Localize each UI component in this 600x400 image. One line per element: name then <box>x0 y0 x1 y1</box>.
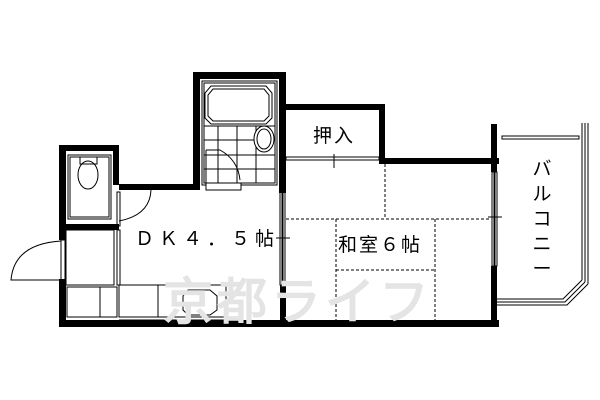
entrance-door-icon <box>10 240 62 281</box>
kitchen-sink-icon <box>182 289 218 316</box>
dk-room <box>10 184 499 327</box>
room-label-oshiire: 押入 <box>313 125 356 147</box>
room-label-balcony: バルコニー <box>532 158 552 280</box>
room-label-washitsu: 和室６帖 <box>338 234 423 256</box>
balcony-area <box>497 123 589 306</box>
watermark-text: 京都ライフ <box>163 273 433 331</box>
bath-door-swing <box>205 149 241 183</box>
toilet-icon <box>77 156 99 190</box>
washitsu-room <box>286 124 502 327</box>
toilet-door-swing <box>118 189 152 222</box>
bath-room <box>193 72 286 191</box>
kitchen-counter <box>118 284 227 321</box>
tatami-mat-lines <box>286 164 491 320</box>
sliding-door-dk-washitsu <box>276 189 290 321</box>
room-label-dk: ＤＫ４．５帖 <box>135 228 280 250</box>
toilet-room <box>59 145 119 230</box>
bathtub-icon <box>204 85 273 125</box>
washbasin-icon <box>253 125 275 153</box>
